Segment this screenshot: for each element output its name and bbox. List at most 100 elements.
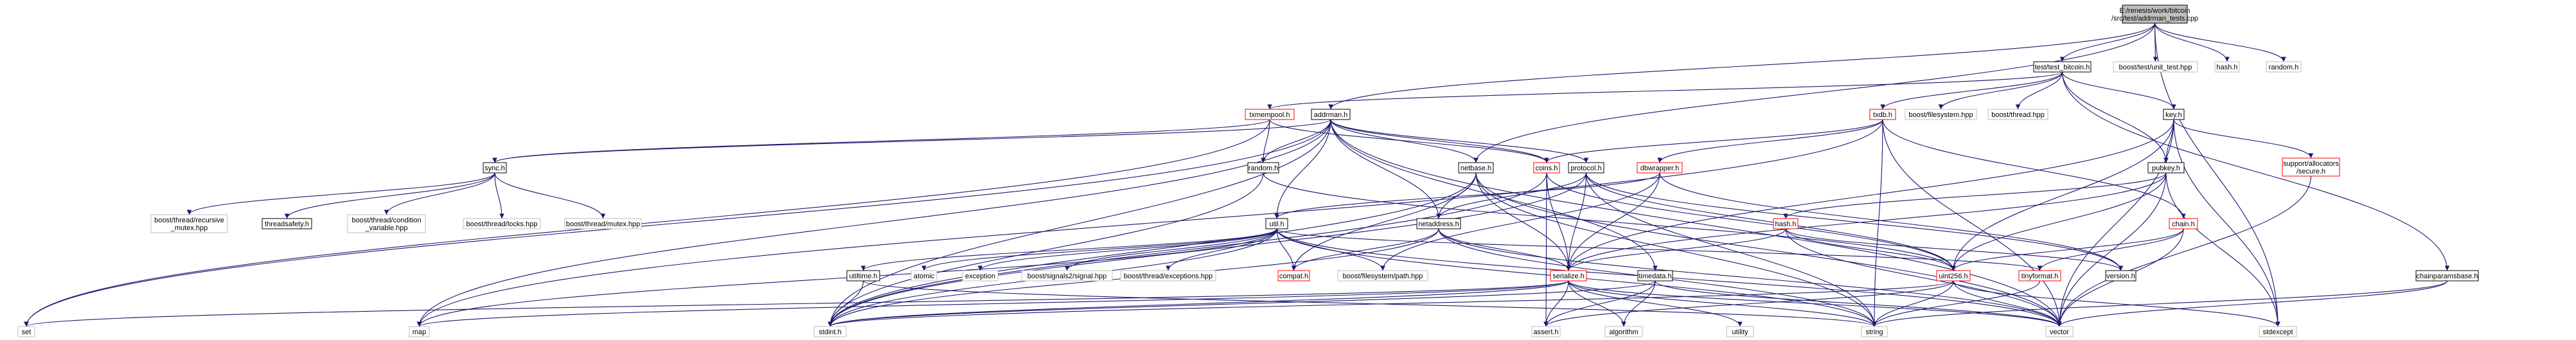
edge-test_bitcoin-to-txmempool xyxy=(1267,71,2063,110)
edge-dbwrapper-to-version xyxy=(1659,172,2124,271)
node-label-string: string xyxy=(1866,328,1883,336)
node-boost_filesystem_path: boost/filesystem/path.hpp xyxy=(1337,270,1428,282)
node-box-boost_recursive_mutex xyxy=(150,214,228,233)
node-boost_thread: boost/thread.hpp xyxy=(1987,109,2048,120)
node-label-boost_signal: boost/signals2/signal.hpp xyxy=(1027,273,1107,280)
node-netbase[interactable]: netbase.h xyxy=(1458,162,1494,174)
node-version[interactable]: version.h xyxy=(2105,270,2136,282)
node-label-allocators-line-1: /secure.h xyxy=(2296,168,2325,175)
node-chain[interactable]: chain.h xyxy=(2169,218,2198,229)
node-root: E:/renesis/work/bitcoin/src/test/addrman… xyxy=(2111,4,2198,24)
edge-hash-to-version xyxy=(1785,228,2124,271)
edge-uint256-to-stdint xyxy=(828,280,1954,327)
edge-sync-to-boost_recursive_mutex xyxy=(186,172,495,215)
edge-uint256-to-assert xyxy=(1543,280,1954,327)
node-key[interactable]: key.h xyxy=(2163,109,2185,120)
edge-serialize-to-vector xyxy=(1568,280,2062,327)
node-sync[interactable]: sync.h xyxy=(483,162,507,174)
edge-netaddress-to-vector xyxy=(1438,228,2062,327)
edge-pubkey-to-serialize xyxy=(1566,172,2167,271)
node-label-random_top: random.h xyxy=(2269,64,2298,71)
node-boost_unit_test: boost/test/unit_test.hpp xyxy=(2113,61,2198,73)
node-test_bitcoin[interactable]: test/test_bitcoin.h xyxy=(2033,61,2092,73)
edge-txdb-to-coins xyxy=(1544,119,1883,163)
node-label-protocol: protocol.h xyxy=(1570,165,1601,172)
node-util[interactable]: util.h xyxy=(1265,218,1288,229)
node-boost_recursive_mutex: boost/thread/recursive_mutex.hpp xyxy=(150,214,228,233)
edge-random-to-uint256 xyxy=(1263,172,1956,271)
edge-test_bitcoin-to-boost_filesystem xyxy=(1938,71,2063,110)
node-utiltime[interactable]: utiltime.h xyxy=(846,270,880,282)
node-label-netaddress: netaddress.h xyxy=(1418,220,1459,228)
node-label-key: key.h xyxy=(2165,111,2181,119)
node-box-utiltime xyxy=(846,270,880,282)
node-txmempool[interactable]: txmempool.h xyxy=(1245,109,1295,120)
edge-test_bitcoin-to-pubkey xyxy=(2061,71,2169,163)
node-chainparamsbase[interactable]: chainparamsbase.h xyxy=(2415,270,2479,282)
edge-chain-to-tinyformat xyxy=(2037,228,2184,271)
node-protocol[interactable]: protocol.h xyxy=(1568,162,1604,174)
node-label-boost_filesystem: boost/filesystem.hpp xyxy=(1908,111,1973,119)
node-box-key xyxy=(2163,109,2185,120)
node-label-timedata: timedata.h xyxy=(1639,273,1671,280)
node-hash[interactable]: hash.h xyxy=(1773,218,1799,229)
node-box-version xyxy=(2105,270,2136,282)
node-label-boost_condition_variable-line-1: _variable.hpp xyxy=(364,224,407,232)
node-allocators[interactable]: support/allocators/secure.h xyxy=(2282,157,2340,177)
node-assert: assert.h xyxy=(1531,326,1561,337)
edge-addrman-to-util xyxy=(1274,119,1331,219)
edge-timedata-to-vector xyxy=(1655,280,2062,327)
node-box-boost_condition_variable xyxy=(347,214,426,233)
node-box-allocators xyxy=(2282,157,2340,177)
node-box-boost_locks xyxy=(463,218,541,229)
node-box-vector xyxy=(2045,326,2074,337)
node-algorithm: algorithm xyxy=(1604,326,1643,337)
node-box-pubkey xyxy=(2147,162,2185,174)
node-box-txmempool xyxy=(1245,109,1295,120)
edge-txdb-to-map xyxy=(416,119,1883,327)
node-box-chainparamsbase xyxy=(2415,270,2479,282)
node-pubkey[interactable]: pubkey.h xyxy=(2147,162,2185,174)
node-box-random_top xyxy=(2266,61,2302,73)
node-random[interactable]: random.h xyxy=(1247,162,1279,174)
node-utility: utility xyxy=(1726,326,1754,337)
node-box-dbwrapper xyxy=(1637,162,1683,174)
node-uint256[interactable]: uint256.h xyxy=(1936,270,1971,282)
edge-sync-to-boost_condition_variable xyxy=(384,172,495,215)
node-box-atomic xyxy=(910,270,937,282)
node-threadsafety[interactable]: threadsafety.h xyxy=(262,218,312,229)
node-box-set xyxy=(17,326,35,337)
node-box-boost_thread xyxy=(1987,109,2048,120)
node-compat[interactable]: compat.h xyxy=(1277,270,1310,282)
edge-coins-to-stdint xyxy=(828,172,1547,327)
edge-addrman-to-protocol xyxy=(1330,119,1589,163)
node-netaddress[interactable]: netaddress.h xyxy=(1416,218,1461,229)
node-label-boost_thread: boost/thread.hpp xyxy=(1991,111,2045,119)
node-label-version: version.h xyxy=(2106,273,2135,280)
node-box-timedata xyxy=(1637,270,1673,282)
node-box-test_bitcoin xyxy=(2033,61,2092,73)
node-box-boost_filesystem xyxy=(1905,109,1977,120)
node-boost_mutex: boost/thread/mutex.hpp xyxy=(564,218,642,229)
node-coins[interactable]: coins.h xyxy=(1533,162,1560,174)
edge-txmempool-to-random xyxy=(1261,119,1270,163)
node-label-boost_condition_variable-line-0: boost/thread/condition xyxy=(351,217,421,224)
node-serialize[interactable]: serialize.h xyxy=(1550,270,1587,282)
node-box-assert xyxy=(1531,326,1561,337)
edge-serialize-to-map xyxy=(417,280,1569,327)
edge-random-to-stdint xyxy=(828,172,1264,327)
edge-dbwrapper-to-boost_filesystem_path xyxy=(1380,172,1660,271)
node-dbwrapper[interactable]: dbwrapper.h xyxy=(1637,162,1683,174)
edge-sync-to-boost_locks xyxy=(494,172,504,219)
node-box-root xyxy=(2122,4,2188,24)
node-boost_locks: boost/thread/locks.hpp xyxy=(463,218,541,229)
edge-protocol-to-stdint xyxy=(828,172,1587,327)
node-label-vector: vector xyxy=(2050,328,2069,336)
node-timedata[interactable]: timedata.h xyxy=(1637,270,1673,282)
node-box-uint256 xyxy=(1936,270,1971,282)
node-tinyformat[interactable]: tinyformat.h xyxy=(2018,270,2061,282)
node-vector: vector xyxy=(2045,326,2074,337)
edge-hash-to-vector xyxy=(1785,228,2062,327)
node-addrman[interactable]: addrman.h xyxy=(1311,109,1351,120)
node-txdb[interactable]: txdb.h xyxy=(1869,109,1896,120)
